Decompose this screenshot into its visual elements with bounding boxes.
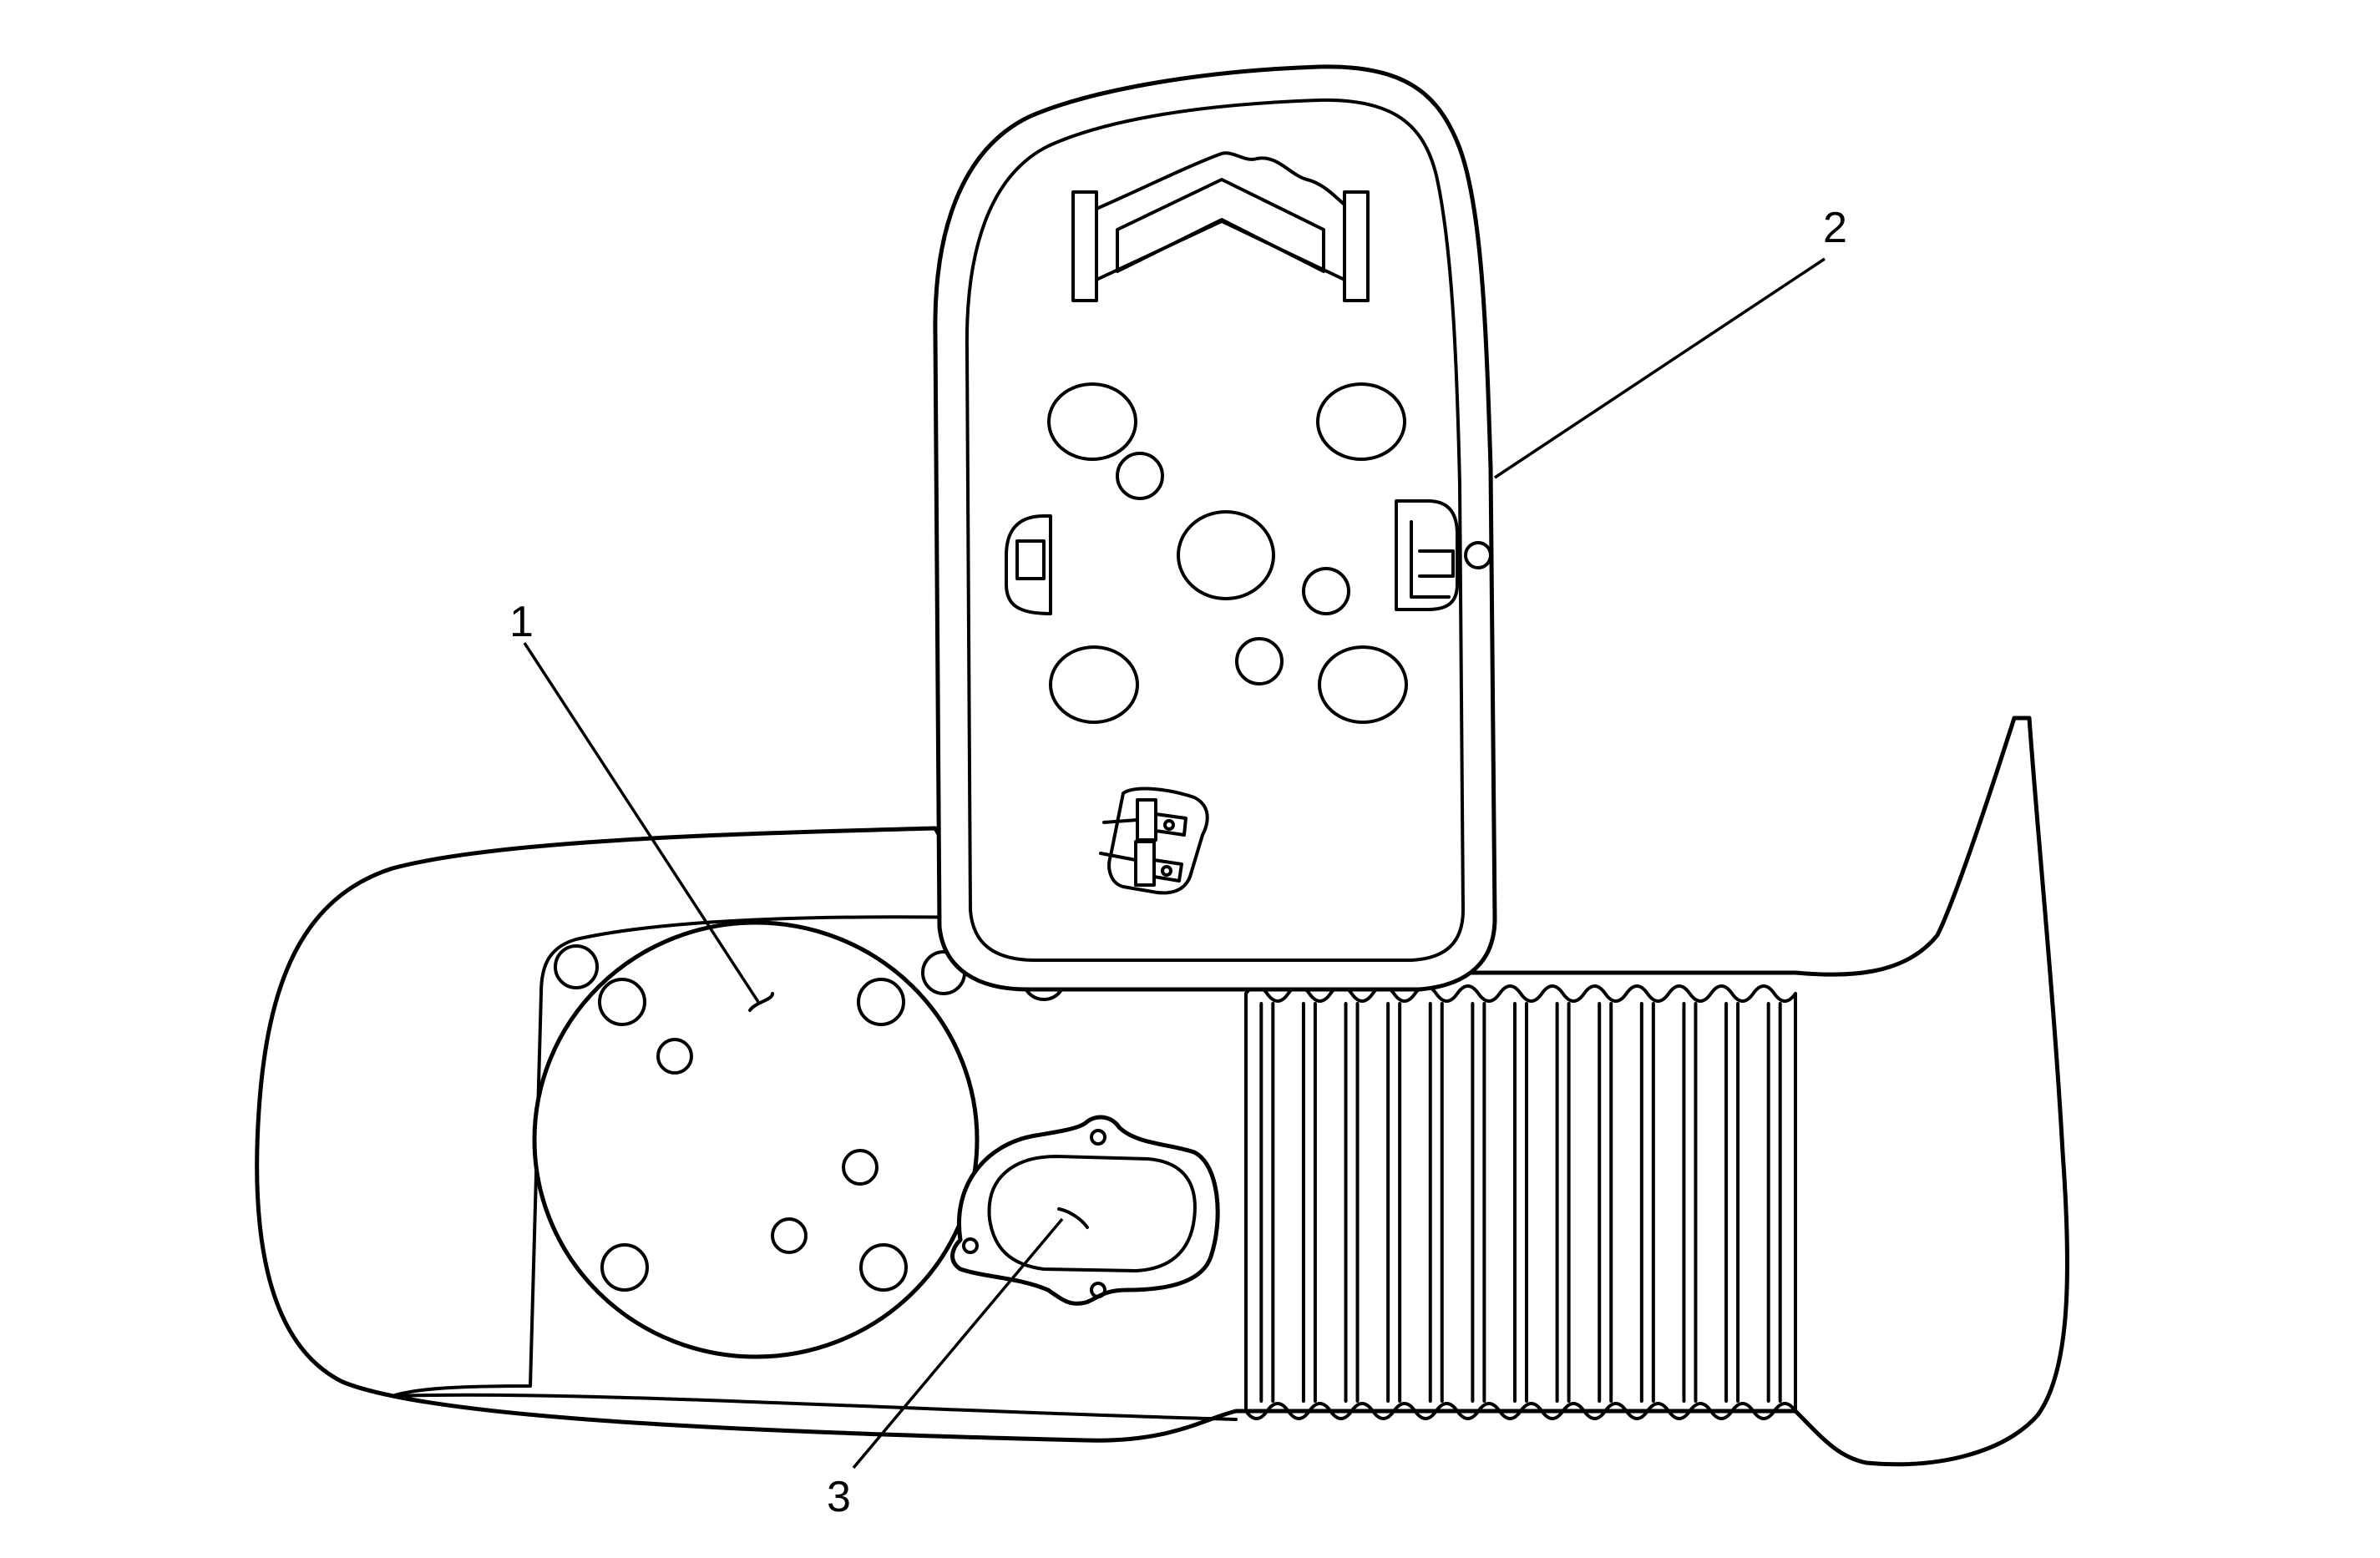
left-clip xyxy=(1005,514,1052,615)
right-clip-knob xyxy=(1464,541,1492,569)
glass-hole xyxy=(1116,452,1164,500)
motor-hole xyxy=(656,1038,693,1075)
motor-hole xyxy=(842,1149,879,1186)
right-clip xyxy=(1395,499,1459,611)
leader-3 xyxy=(852,1217,1064,1469)
glass-hole xyxy=(1177,510,1275,600)
bracket-hole xyxy=(1090,1282,1106,1298)
heater-terminal xyxy=(1099,787,1209,895)
motor-plate xyxy=(532,920,980,1359)
motor-hole xyxy=(600,1243,649,1292)
glass-outer xyxy=(933,64,1497,992)
right-clip-inner xyxy=(1410,520,1451,599)
left-clip-window xyxy=(1015,539,1046,580)
leader-1 xyxy=(523,642,760,1003)
glass-hole xyxy=(1049,645,1139,724)
top-chevron-inner xyxy=(1116,178,1325,273)
top-chevron xyxy=(1095,151,1346,281)
bellows-edge xyxy=(1244,1402,1797,1420)
callout-label-3: 3 xyxy=(827,1473,851,1521)
glass-hole xyxy=(1235,637,1284,685)
bracket-hole xyxy=(962,1237,979,1254)
motor-hole xyxy=(859,1243,908,1292)
bracket-tick xyxy=(1057,1207,1089,1229)
callout-leaders xyxy=(523,257,1826,1469)
motor-tick xyxy=(748,992,774,1012)
bracket-inner xyxy=(987,1155,1197,1272)
housing-lip xyxy=(391,1393,1238,1421)
bellows-section xyxy=(1244,984,1797,1420)
glass-hole xyxy=(1047,382,1137,461)
motor-hole xyxy=(771,1217,808,1254)
glass-inner xyxy=(965,98,1465,962)
connector-bracket xyxy=(950,1115,1220,1306)
mirror-glass-back xyxy=(933,64,1497,992)
right-clip-pin xyxy=(1418,549,1455,578)
callout-label-1: 1 xyxy=(509,598,534,646)
mount-boss xyxy=(554,944,599,989)
bracket-hole xyxy=(1090,1129,1106,1146)
glass-hole xyxy=(1316,382,1406,461)
motor-hole xyxy=(598,978,646,1026)
glass-hole xyxy=(1302,567,1350,615)
housing-recess xyxy=(391,915,1012,1398)
callout-label-2: 2 xyxy=(1823,204,1847,252)
motor-hole xyxy=(857,978,905,1026)
leader-2 xyxy=(1494,257,1826,479)
glass-hole xyxy=(1318,645,1408,724)
